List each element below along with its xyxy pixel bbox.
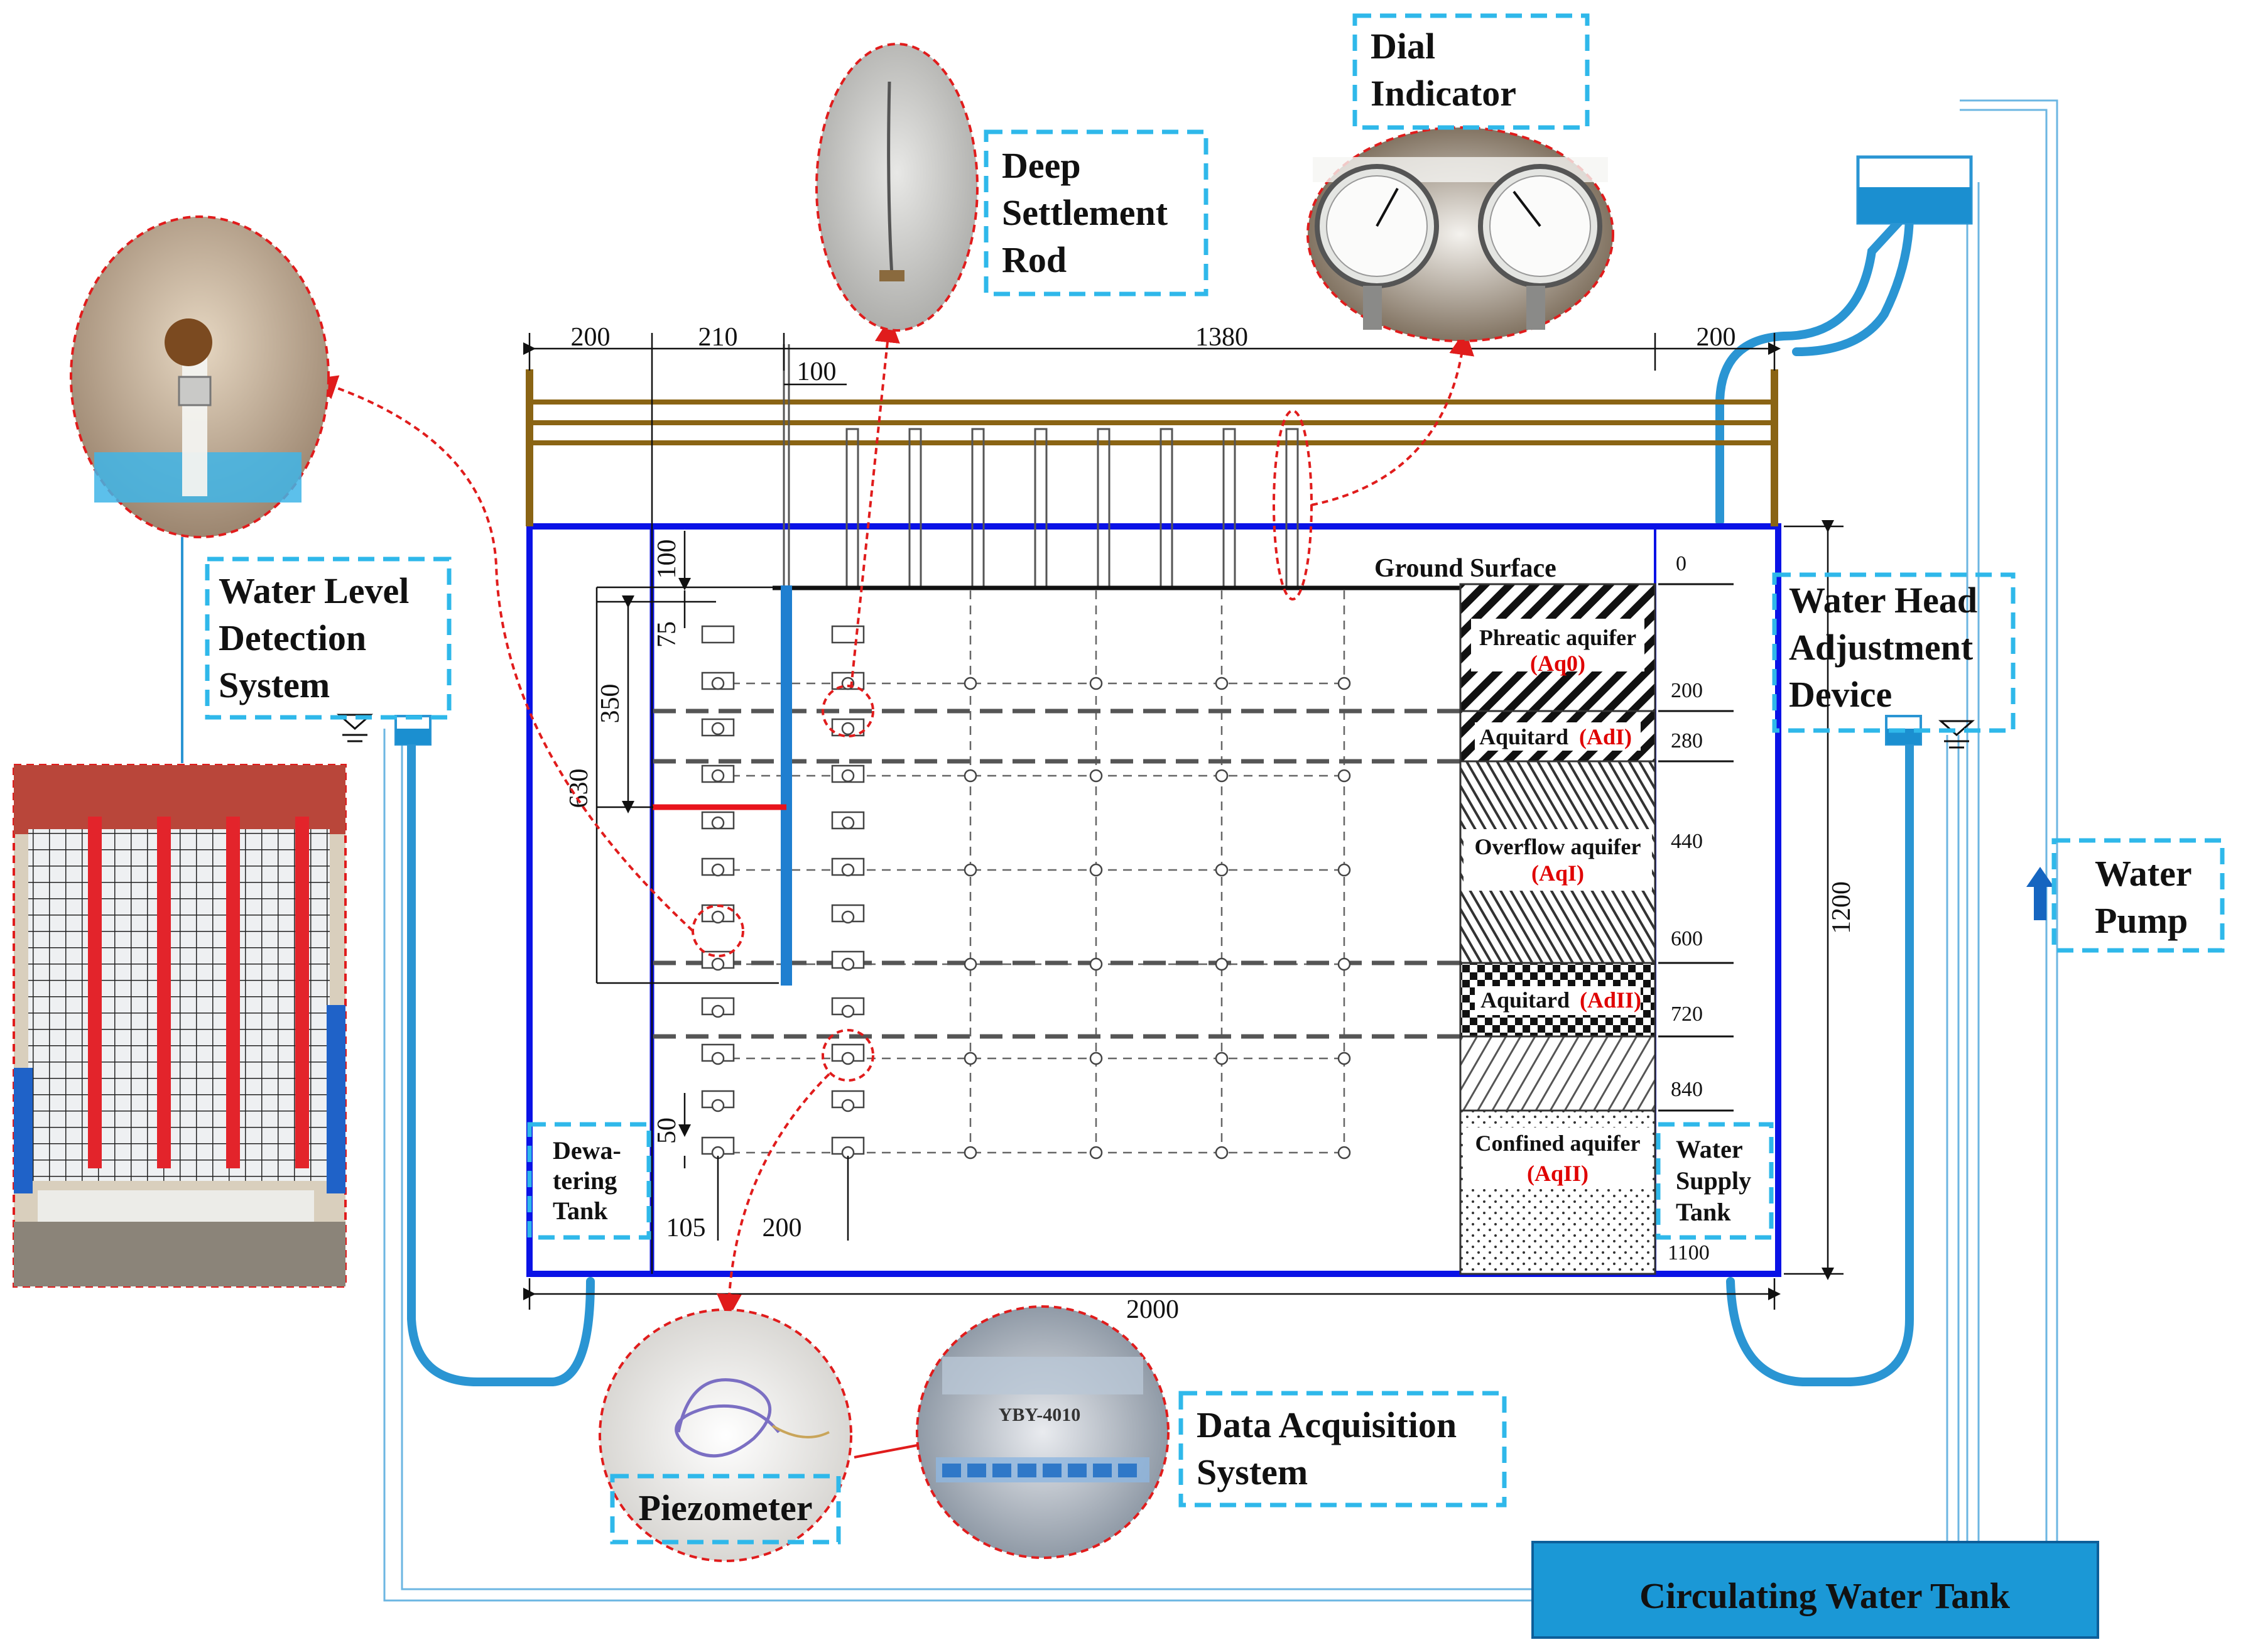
water-pump-label-line2: Pump	[2095, 900, 2188, 941]
layer-2-code: (AqI)	[1531, 861, 1584, 886]
support-frame	[526, 369, 1778, 526]
piezometer-photo	[599, 1308, 852, 1562]
depth-200: 200	[1671, 679, 1703, 702]
deep-settlement-rod-label-line3: Rod	[1002, 239, 1067, 280]
deep-settlement-rod-box	[984, 129, 1208, 296]
water-pump-box	[2051, 838, 2225, 953]
layer-0-code: (Aq0)	[1530, 651, 1585, 676]
water-level-symbol-right	[1938, 720, 1975, 749]
measurement-grid	[716, 590, 1345, 1154]
water-pump-arrow-icon	[2026, 867, 2054, 920]
dim-left-75: 75	[653, 621, 682, 648]
dim-sub-100: 100	[797, 357, 837, 386]
water-supply-tank-label-line1: Water	[1676, 1135, 1743, 1163]
water-level-sensor-photo	[70, 215, 330, 538]
depth-280: 280	[1671, 729, 1703, 753]
dewatering-tank-label-line1: Dewa-	[553, 1136, 621, 1165]
dewatering-tank-box	[527, 1122, 651, 1240]
dim-left-50: 50	[653, 1117, 682, 1144]
water-head-label-line1: Water Head	[1789, 580, 1977, 621]
water-head-label-line2: Adjustment	[1789, 627, 1974, 668]
water-pump-label-line1: Water	[2095, 853, 2192, 894]
circulating-water-tank	[1531, 1541, 2099, 1639]
dewatering-well	[781, 585, 792, 986]
cup-water	[396, 729, 430, 744]
layer-1-name: Aquitard	[1479, 724, 1568, 749]
depth-0: 0	[1676, 552, 1686, 575]
soil-layer-labels: Phreatic aquifer (Aq0) Aquitard (AdI) Ov…	[1464, 619, 1652, 1189]
grid-points	[964, 677, 1351, 1160]
dim-top-210: 210	[698, 323, 738, 352]
data-acquisition-box	[1178, 1391, 1507, 1508]
dial-indicator-photo	[1306, 126, 1614, 342]
dim-bottom-200: 200	[763, 1214, 802, 1242]
depth-600: 600	[1671, 927, 1703, 950]
deep-settlement-rod-label-line1: Deep	[1002, 145, 1081, 186]
dim-top-200-right: 200	[1697, 323, 1736, 352]
depth-440: 440	[1671, 830, 1703, 853]
layer-3-code: (AdII)	[1580, 987, 1641, 1013]
dial-indicator-label-line1: Dial	[1371, 26, 1435, 67]
water-level-detection-label-line3: System	[219, 665, 330, 705]
dim-bottom-105: 105	[666, 1214, 706, 1242]
water-supply-tank-label-line3: Tank	[1676, 1198, 1731, 1226]
piezometer-daq-link	[854, 1443, 921, 1459]
water-level-detection-label-line2: Detection	[219, 617, 366, 658]
water-supply-tank-box	[1656, 1122, 1774, 1240]
data-acquisition-label-line1: Data Acquisition	[1197, 1405, 1457, 1445]
layer-0-name: Phreatic aquifer	[1479, 625, 1636, 650]
layer-4-name: Confined aquifer	[1475, 1131, 1640, 1156]
deep-settlement-rod-label-line2: Settlement	[1002, 192, 1168, 233]
layer-2-name: Overflow aquifer	[1475, 834, 1641, 859]
dim-right-1200: 1200	[1827, 881, 1856, 934]
callout-leaders	[312, 317, 1475, 1319]
layer-4-code: (AqII)	[1527, 1161, 1589, 1186]
piezometer-box	[610, 1474, 841, 1545]
depth-840: 840	[1671, 1078, 1703, 1101]
water-level-detection-label-line1: Water Level	[219, 570, 409, 611]
piezometer-label: Piezometer	[639, 1487, 813, 1528]
water-head-label-line3: Device	[1789, 674, 1892, 715]
ground-surface-label: Ground Surface	[1374, 554, 1556, 583]
water-level-symbol-left	[337, 714, 373, 742]
piezometer-columns	[701, 625, 865, 1160]
circulation-pipes	[383, 99, 2058, 1602]
depth-1100: 1100	[1668, 1241, 1710, 1264]
layer-3-name: Aquitard	[1480, 987, 1570, 1013]
layer-1-code: (AdI)	[1579, 724, 1632, 749]
daq-device-label: YBY-4010	[999, 1405, 1081, 1425]
dial-indicator-label-line2: Indicator	[1371, 73, 1516, 114]
data-acquisition-label-line2: System	[1197, 1452, 1308, 1492]
data-acquisition-photo: YBY-4010	[916, 1305, 1170, 1559]
depth-ticks	[1658, 583, 1734, 1112]
water-hoses	[407, 206, 1914, 1386]
depth-720: 720	[1671, 1003, 1703, 1026]
settlement-rods	[783, 344, 1299, 589]
water-head-tank-water	[1858, 187, 1971, 223]
dim-bottom-2000: 2000	[1126, 1295, 1179, 1324]
dim-left-100: 100	[653, 540, 682, 579]
dewatering-tank-label-line3: Tank	[553, 1197, 608, 1225]
water-head-adjustment-box	[1772, 572, 2016, 733]
dial-indicator-box	[1352, 13, 1590, 130]
piezometer-board-photo	[13, 764, 347, 1288]
circulating-water-tank-label: Circulating Water Tank	[1639, 1575, 2011, 1616]
dim-top-200-left: 200	[571, 323, 611, 352]
water-supply-tank-label-line2: Supply	[1676, 1166, 1751, 1195]
dim-left-350: 350	[596, 684, 625, 724]
model-tank-outline	[526, 523, 1781, 1277]
deep-settlement-rod-photo	[815, 43, 979, 332]
dewatering-tank-label-line2: tering	[553, 1166, 617, 1195]
dim-top-1380: 1380	[1195, 323, 1248, 352]
